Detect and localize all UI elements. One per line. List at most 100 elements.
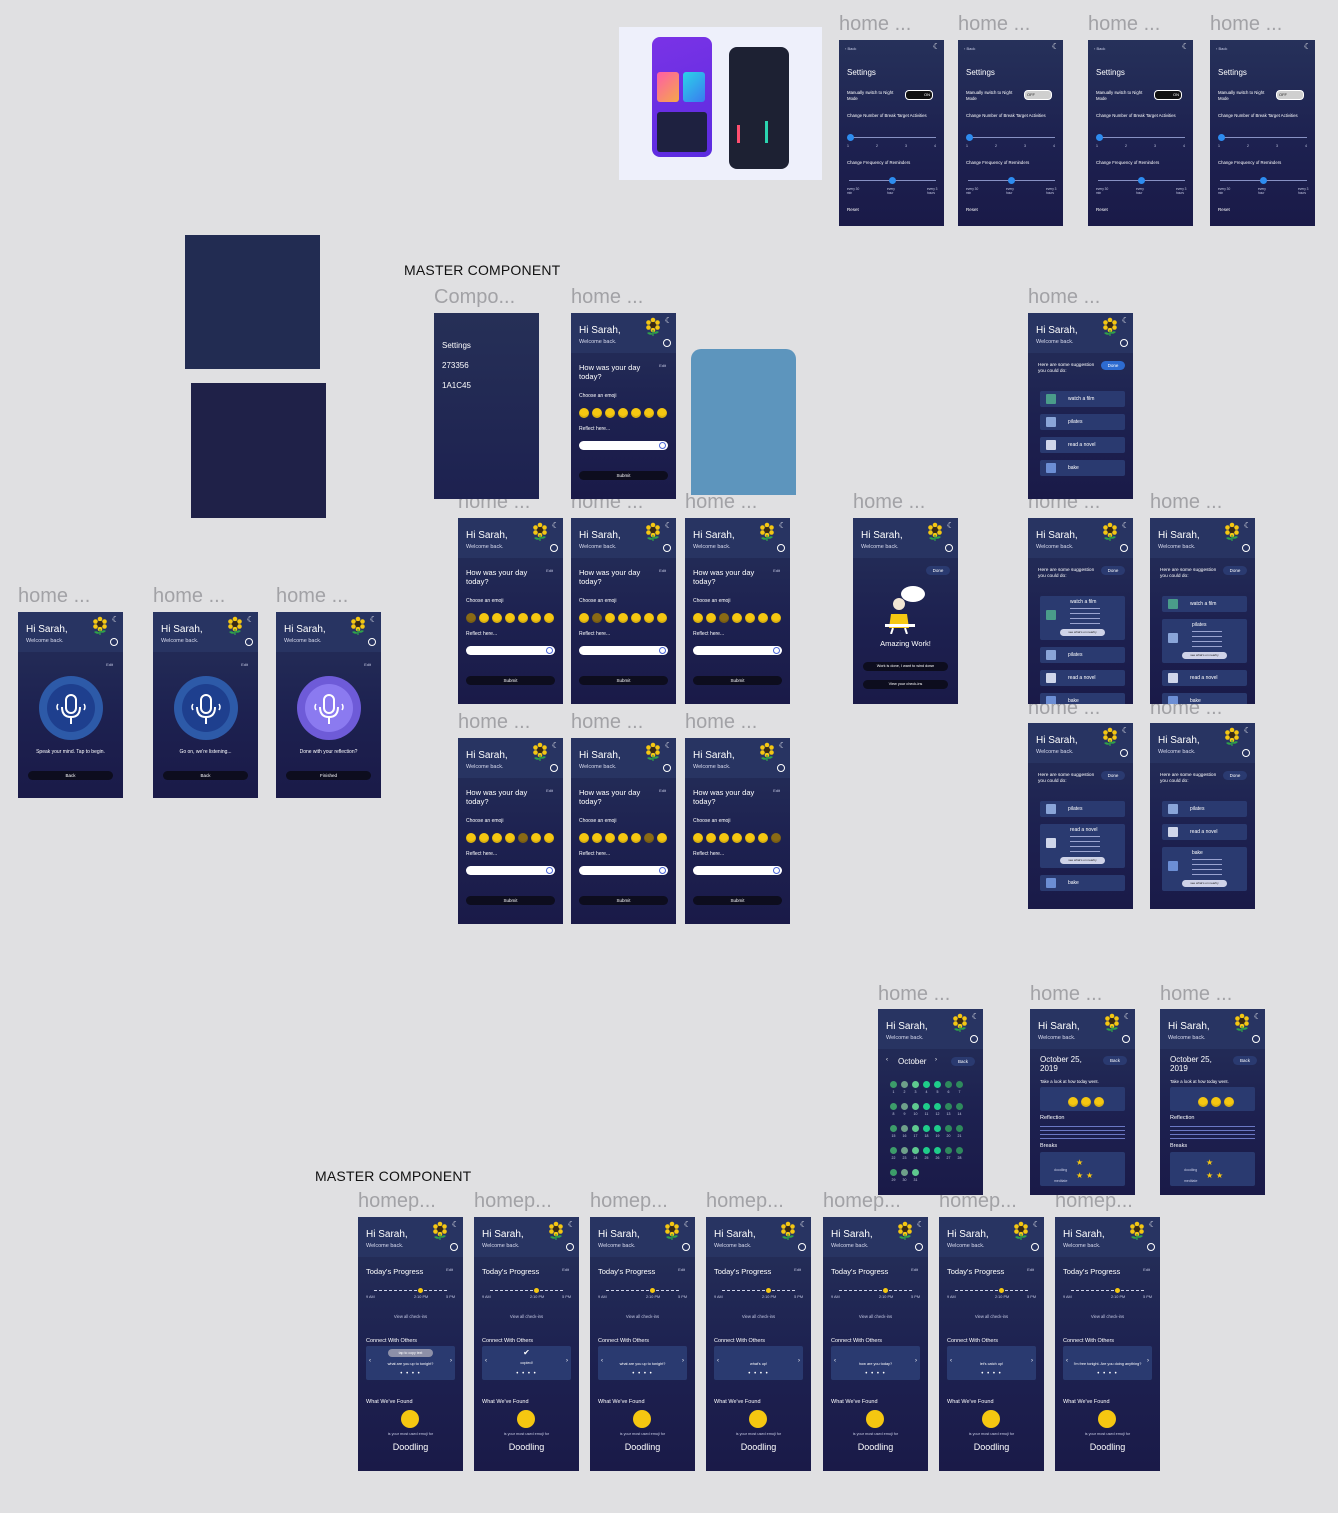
- frequency-slider[interactable]: [849, 177, 936, 184]
- slider-knob[interactable]: [847, 134, 854, 141]
- edit-link[interactable]: Edit: [546, 788, 553, 793]
- microphone-button[interactable]: [39, 676, 103, 740]
- frame-label[interactable]: home ...: [1150, 491, 1223, 513]
- done-button[interactable]: Done: [1223, 771, 1247, 780]
- edit-link[interactable]: Edit: [678, 1267, 685, 1272]
- suggestion-card[interactable]: watch a film: [1162, 596, 1247, 612]
- frame-label[interactable]: home ...: [958, 13, 1031, 35]
- moon-icon[interactable]: ☾: [664, 521, 672, 530]
- frame-label[interactable]: home ...: [878, 983, 951, 1005]
- emoji-option[interactable]: [544, 613, 554, 623]
- settings-icon[interactable]: [1122, 1035, 1130, 1043]
- emoji-option[interactable]: [693, 833, 703, 843]
- settings-icon[interactable]: [566, 1243, 574, 1251]
- emoji-option[interactable]: [644, 833, 654, 843]
- settings-icon[interactable]: [915, 1243, 923, 1251]
- moon-icon[interactable]: ☾: [778, 741, 786, 750]
- emoji-option[interactable]: [466, 613, 476, 623]
- emoji-option[interactable]: [492, 833, 502, 843]
- view-all-link[interactable]: View all check-ins: [974, 1314, 1009, 1319]
- emoji-option[interactable]: [719, 833, 729, 843]
- color-swatch[interactable]: [185, 235, 320, 369]
- emoji-option[interactable]: [579, 408, 589, 418]
- visit-button[interactable]: see what's on nearby: [1060, 629, 1105, 636]
- slider-knob[interactable]: [1260, 177, 1267, 184]
- frame-label[interactable]: home ...: [1210, 13, 1283, 35]
- done-button[interactable]: Done: [1223, 566, 1247, 575]
- calendar-day-dot[interactable]: [923, 1103, 930, 1110]
- emoji-option[interactable]: [631, 408, 641, 418]
- night-mode-toggle[interactable]: OFF: [1276, 90, 1304, 100]
- moon-icon[interactable]: ☾: [799, 1220, 807, 1229]
- component-panel[interactable]: Settings 273356 1A1C45: [434, 313, 539, 499]
- frame-label[interactable]: home ...: [853, 491, 926, 513]
- frame-label[interactable]: home ...: [839, 13, 912, 35]
- settings-icon[interactable]: [110, 638, 118, 646]
- reflection-input[interactable]: [466, 646, 555, 655]
- settings-icon[interactable]: [970, 1035, 978, 1043]
- calendar-day-dot[interactable]: [912, 1081, 919, 1088]
- calendar-day-dot[interactable]: [912, 1103, 919, 1110]
- done-button[interactable]: Done: [926, 566, 950, 575]
- visit-button[interactable]: see what's on nearby: [1182, 652, 1227, 659]
- done-button[interactable]: Done: [1101, 566, 1125, 575]
- settings-icon[interactable]: [550, 764, 558, 772]
- emoji-option[interactable]: [505, 613, 515, 623]
- frame-label[interactable]: homep...: [474, 1190, 552, 1212]
- emoji-option[interactable]: [592, 833, 602, 843]
- emoji-option[interactable]: [771, 613, 781, 623]
- suggestion-card[interactable]: pilates: [1040, 801, 1125, 817]
- moon-icon[interactable]: ☾: [664, 741, 672, 750]
- calendar-day-dot[interactable]: [945, 1147, 952, 1154]
- edit-link[interactable]: Edit: [106, 662, 113, 667]
- moon-icon[interactable]: ☾: [246, 615, 254, 624]
- submit-button[interactable]: Submit: [466, 676, 555, 685]
- view-all-link[interactable]: View all check-ins: [625, 1314, 660, 1319]
- prev-month-icon[interactable]: ‹: [886, 1057, 888, 1063]
- next-arrow-icon[interactable]: ›: [682, 1358, 684, 1364]
- view-checkins-button[interactable]: View your check-ins: [863, 680, 948, 689]
- moon-icon[interactable]: ☾: [567, 1220, 575, 1229]
- back-link[interactable]: ‹ Back: [1216, 46, 1228, 51]
- emoji-option[interactable]: [657, 613, 667, 623]
- prev-arrow-icon[interactable]: ‹: [601, 1358, 603, 1364]
- moon-icon[interactable]: ☾: [1243, 726, 1251, 735]
- message-carousel[interactable]: ‹›let's catch up!• • • •: [947, 1346, 1036, 1380]
- emoji-option[interactable]: [644, 408, 654, 418]
- edit-link[interactable]: Edit: [659, 788, 666, 793]
- emoji-option[interactable]: [719, 613, 729, 623]
- reset-button[interactable]: Reset: [1096, 207, 1108, 212]
- calendar-day-dot[interactable]: [923, 1125, 930, 1132]
- settings-icon[interactable]: [663, 544, 671, 552]
- view-all-link[interactable]: View all check-ins: [858, 1314, 893, 1319]
- emoji-option[interactable]: [758, 833, 768, 843]
- reflection-input[interactable]: [466, 866, 555, 875]
- emoji-option[interactable]: [618, 613, 628, 623]
- view-all-link[interactable]: View all check-ins: [393, 1314, 428, 1319]
- calendar-day-dot[interactable]: [890, 1103, 897, 1110]
- edit-link[interactable]: Edit: [773, 788, 780, 793]
- reset-button[interactable]: Reset: [966, 207, 978, 212]
- moon-icon[interactable]: ☾: [1051, 42, 1059, 51]
- prev-arrow-icon[interactable]: ‹: [485, 1358, 487, 1364]
- next-month-icon[interactable]: ›: [935, 1057, 937, 1063]
- emoji-option[interactable]: [657, 833, 667, 843]
- emoji-option[interactable]: [618, 408, 628, 418]
- reflection-input[interactable]: [579, 866, 668, 875]
- emoji-option[interactable]: [745, 613, 755, 623]
- moon-icon[interactable]: ☾: [1123, 1012, 1131, 1021]
- moon-icon[interactable]: ☾: [451, 1220, 459, 1229]
- calendar-day-dot[interactable]: [890, 1147, 897, 1154]
- emoji-option[interactable]: [618, 833, 628, 843]
- emoji-option[interactable]: [592, 613, 602, 623]
- moon-icon[interactable]: ☾: [683, 1220, 691, 1229]
- moon-icon[interactable]: ☾: [1032, 1220, 1040, 1229]
- emoji-option[interactable]: [605, 408, 615, 418]
- calendar-day-dot[interactable]: [934, 1147, 941, 1154]
- calendar-day-dot[interactable]: [912, 1169, 919, 1176]
- frame-label[interactable]: home ...: [1030, 983, 1103, 1005]
- edit-link[interactable]: Edit: [446, 1267, 453, 1272]
- suggestion-card[interactable]: watch a film: [1040, 391, 1125, 407]
